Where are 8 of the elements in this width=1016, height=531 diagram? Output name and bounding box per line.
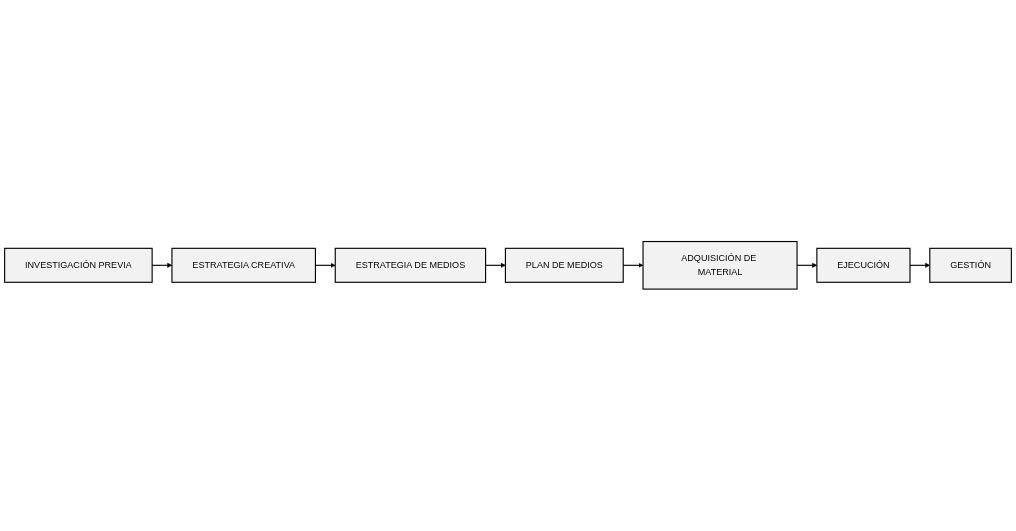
node-box: ADQUISICIÓN DE MATERIAL <box>642 241 798 290</box>
node-box: GESTIÓN <box>929 247 1012 284</box>
arrow <box>485 263 506 268</box>
node-box: ESTRATEGIA DE MEDIOS <box>334 247 487 284</box>
node-box: PLAN DE MEDIOS <box>504 247 624 284</box>
node-box: INVESTIGACIÓN PREVIA <box>4 247 153 284</box>
node-box: ESTRATEGIA CREATIVA <box>171 247 316 284</box>
node-box: EJECUCIÓN <box>816 247 911 284</box>
